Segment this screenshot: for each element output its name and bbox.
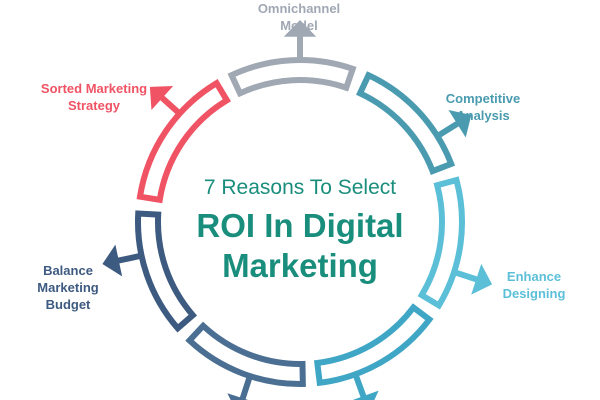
arc-segment-4 <box>313 303 434 400</box>
arc-competitive-analysis <box>356 71 472 175</box>
arrow-segment-5 <box>227 393 249 400</box>
arc-segment-5 <box>185 321 306 400</box>
center-subtitle: 7 Reasons To Select <box>203 176 397 199</box>
arrow-enhance-designing <box>471 263 493 295</box>
arrow-segment-4 <box>352 390 379 400</box>
arc-omnichannel-model <box>227 20 357 98</box>
arrow-sorted-marketing-strategy <box>149 85 174 111</box>
arc-sorted-marketing-strategy <box>136 79 231 204</box>
arc-balance-marketing-budget <box>102 210 198 333</box>
label-sorted-marketing-strategy: Sorted Marketing Strategy <box>40 81 148 113</box>
label-enhance-designing: Enhance Designing <box>502 269 566 301</box>
arrow-competitive-analysis <box>448 110 472 138</box>
label-omnichannel-model: Omnichannel Model <box>257 1 341 33</box>
arrow-balance-marketing-budget <box>102 244 123 277</box>
center-title: ROI In Digital Marketing <box>196 207 404 284</box>
arc-enhance-designing <box>417 176 493 310</box>
label-competitive-analysis: Competitive Analysis <box>445 91 521 123</box>
arrow-omnichannel-model <box>283 20 317 37</box>
label-balance-marketing-budget: Balance Marketing Budget <box>37 263 99 312</box>
